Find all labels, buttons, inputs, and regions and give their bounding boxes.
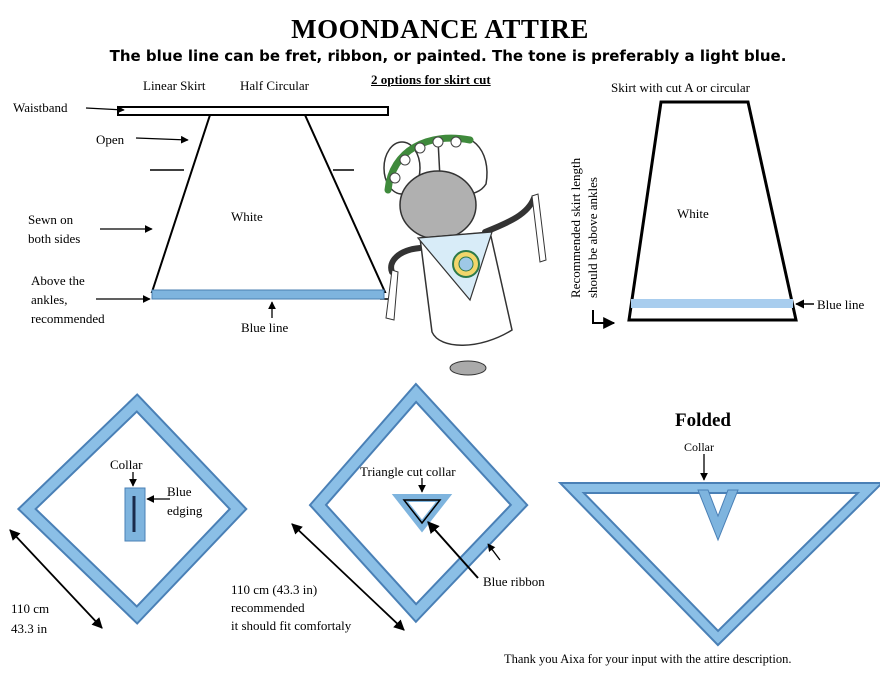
right-white-label: White <box>677 206 709 221</box>
skirt-body <box>150 114 387 293</box>
sewn-label-2: both sides <box>28 231 81 246</box>
folded-heading: Folded <box>675 410 731 431</box>
collar-folded <box>557 454 880 647</box>
page-title: MOONDANCE ATTIRE <box>291 14 589 44</box>
right-skirt-heading: Skirt with cut A or circular <box>611 80 751 95</box>
page-subtitle: The blue line can be fret, ribbon, or pa… <box>109 47 787 65</box>
skirt-options-label: 2 options for skirt cut <box>371 72 491 87</box>
ribbon-left <box>385 269 399 321</box>
left-blue-line-label: Blue line <box>241 320 289 335</box>
triangle-cut <box>391 494 453 533</box>
arm-left <box>388 245 423 275</box>
folded-collar-v <box>697 489 739 542</box>
arm-right <box>482 195 537 235</box>
size2-arrow <box>291 523 405 631</box>
collar-diamond-1 <box>9 393 248 629</box>
linear-skirt-label: Linear Skirt <box>143 78 206 93</box>
right-skirt-blue-line <box>631 299 793 308</box>
ribbon-right <box>531 193 547 263</box>
ankles-label-3: recommended <box>31 311 105 326</box>
thanks-footer: Thank you Aixa for your input with the a… <box>504 652 792 666</box>
waistband-label: Waistband <box>13 100 68 115</box>
mouse-figure-illustration <box>383 134 547 376</box>
length-arrow <box>592 310 616 329</box>
collar1-label: Collar <box>110 457 143 472</box>
size2-label-1: 110 cm (43.3 in) <box>231 582 318 597</box>
ankles-label-1: Above the <box>31 273 85 288</box>
sewn-label-1: Sewn on <box>28 212 74 227</box>
ribbon-arrow-2 <box>487 543 501 561</box>
right-skirt-body <box>627 100 798 322</box>
feet <box>449 360 487 376</box>
vertical-length-label-2: should be above ankles <box>585 177 600 298</box>
right-blue-line-label: Blue line <box>817 297 865 312</box>
blue-edging-label-1: Blue <box>167 484 192 499</box>
size2-label-3: it should fit comfortaly <box>231 618 352 633</box>
head <box>399 170 477 240</box>
ribbon-arrow-1 <box>427 521 479 579</box>
ankles-label-2: ankles, <box>31 292 68 307</box>
folded-collar-label: Collar <box>684 440 714 454</box>
blue-edging-label-2: edging <box>167 503 203 518</box>
right-skirt <box>592 100 814 329</box>
skirt-blue-line <box>151 289 385 300</box>
size1-arrow <box>9 529 103 629</box>
left-white-label: White <box>231 209 263 224</box>
size1-label-2: 43.3 in <box>11 621 48 636</box>
vertical-length-label-1: Recommended skirt length <box>568 157 583 298</box>
open-arrow <box>135 135 189 144</box>
half-circular-label: Half Circular <box>240 78 309 93</box>
open-label: Open <box>96 132 125 147</box>
collar-diamond-2 <box>291 382 529 631</box>
waistband-arrow <box>85 105 125 114</box>
size2-label-2: recommended <box>231 600 305 615</box>
size1-label-1: 110 cm <box>11 601 50 616</box>
waistband-bar <box>117 106 389 116</box>
left-skirt <box>85 105 389 318</box>
triangle-cut-label: Triangle cut collar <box>360 464 456 479</box>
blue-ribbon-label: Blue ribbon <box>483 574 545 589</box>
